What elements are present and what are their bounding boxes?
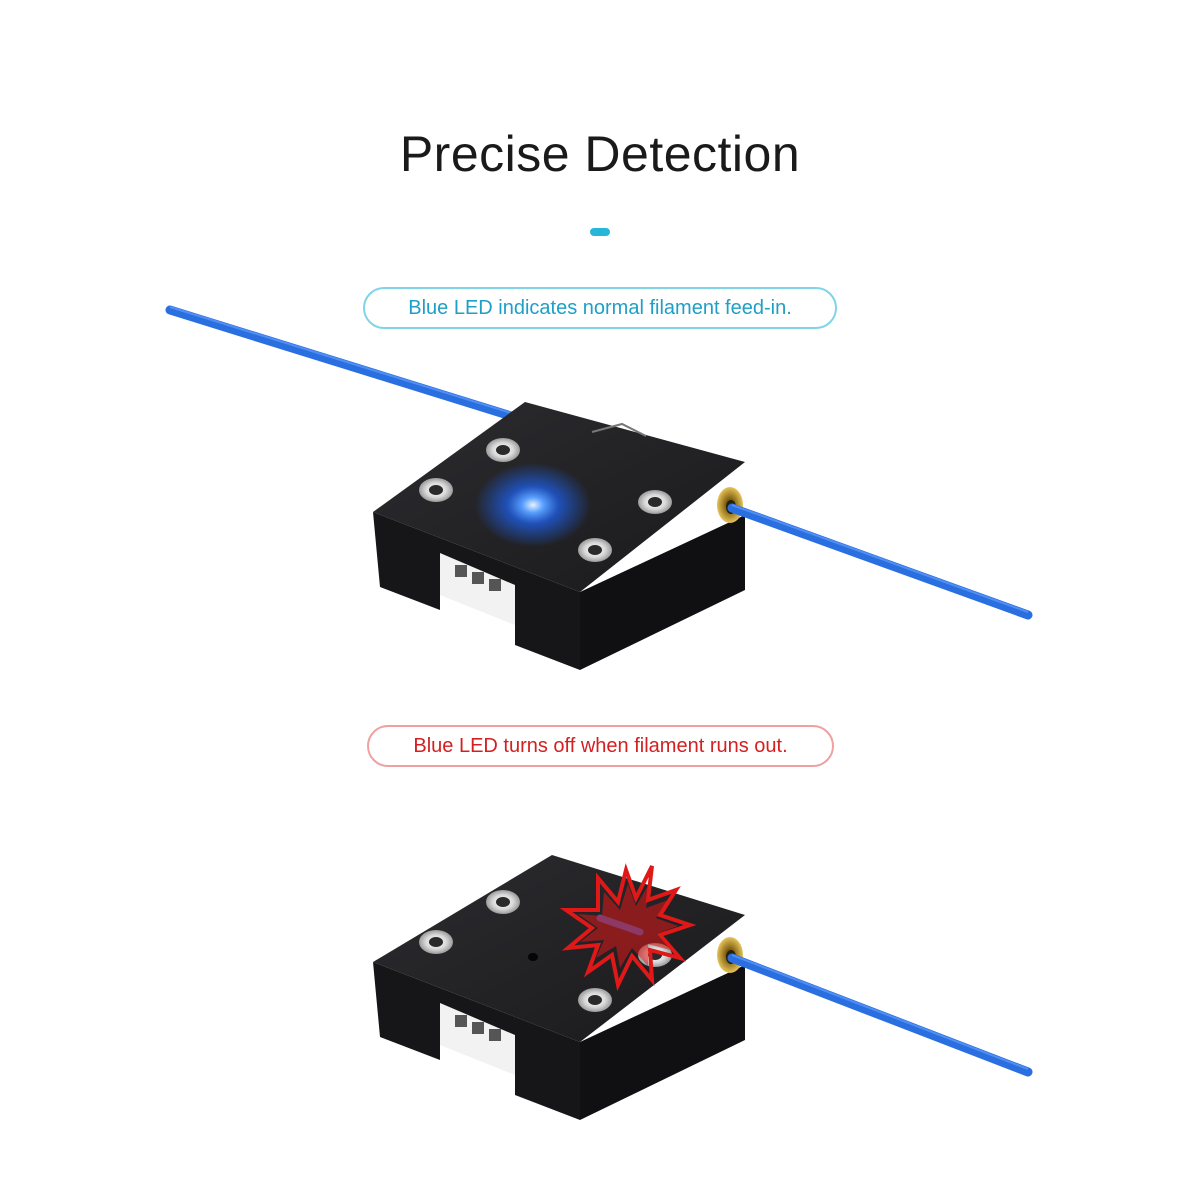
connector-port [440,553,515,625]
normal-feed-label: Blue LED indicates normal filament feed-… [363,287,837,329]
module-body-right [580,965,745,1120]
module-body-right [580,515,745,670]
led-off-icon [528,953,538,961]
screw-icon [419,478,453,502]
led-on-glow-icon [475,463,591,547]
module-top-face [373,855,745,1042]
page-title: Precise Detection [399,126,801,182]
module-body-front [373,962,580,1120]
screw-icon [419,930,453,954]
title-accent-dash [590,228,610,236]
runout-label: Blue LED turns off when filament runs ou… [367,725,834,767]
screw-icon [578,538,612,562]
screw-icon [638,490,672,514]
screw-icon [578,988,612,1012]
sensor-module-runout [373,855,1033,1120]
sensor-module-normal [165,305,1033,670]
module-body-front [373,512,580,670]
screw-icon [486,438,520,462]
filament-incoming [165,305,545,430]
explosion-burst-icon [559,863,697,992]
screw-icon [486,890,520,914]
filament-outgoing [727,503,1033,620]
filament-outgoing [727,953,1033,1077]
direction-mark [591,422,647,437]
connector-port [440,1003,515,1075]
